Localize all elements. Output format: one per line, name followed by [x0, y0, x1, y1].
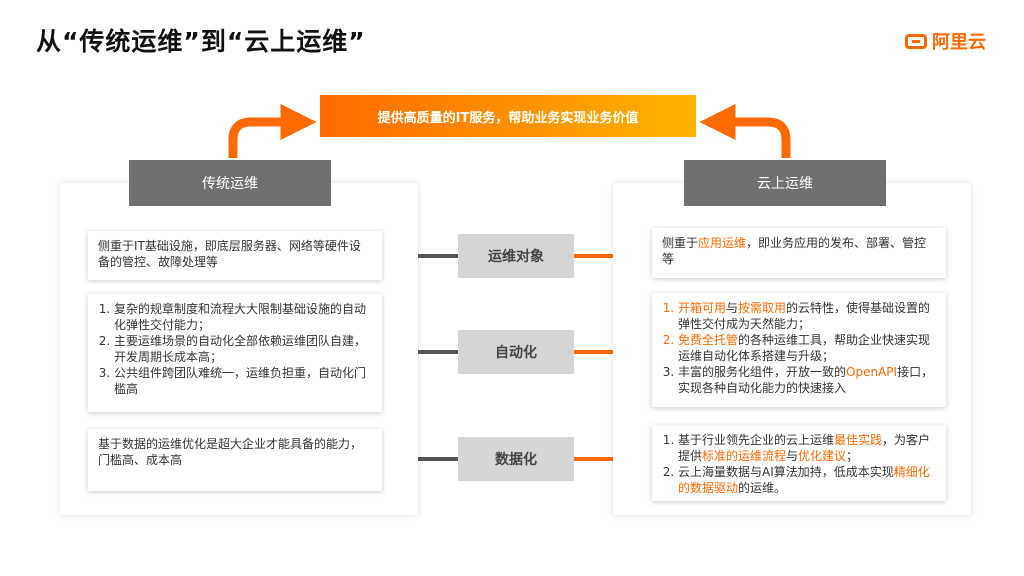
left-card-data: 基于数据的运维优化是超大企业才能具备的能力，门槛高、成本高 [88, 429, 382, 491]
right-card-data: 基于行业领先企业的云上运维最佳实践，为客户提供标准的运维流程与优化建议； 云上海… [652, 425, 946, 501]
left-card-automation: 复杂的规章制度和流程大大限制基础设施的自动化弹性交付能力； 主要运维场景的自动化… [88, 294, 382, 412]
text-segment: 基于行业领先企业的云上运维 [678, 433, 835, 447]
right-curve-arrow [699, 104, 791, 158]
text-segment: ，即业务应用的发布、部署、管控等 [662, 236, 927, 266]
text-segment: 与 [726, 301, 739, 315]
page-title: 从“传统运维”到“云上运维” [36, 27, 366, 56]
value-banner: 提供高质量的IT服务，帮助业务实现业务价值 [320, 95, 696, 137]
traditional-ops-header: 传统运维 [129, 160, 331, 206]
highlight-segment: 免费全托管 [678, 333, 739, 347]
text-segment: 的运维。 [738, 481, 787, 495]
text-segment: 接口，实现各种自动化能力的快速接入 [678, 365, 934, 395]
text-segment: 侧重于 [662, 236, 699, 250]
aliyun-logo: 阿里云 [905, 28, 986, 54]
text-segment: 与 [786, 449, 799, 463]
list-item: 公共组件跨团队难统一，运维负担重，自动化门槛高 [114, 365, 372, 397]
cloud-ops-header: 云上运维 [684, 160, 886, 206]
left-card-data-text: 基于数据的运维优化是超大企业才能具备的能力，门槛高、成本高 [98, 437, 363, 467]
category-automation: 自动化 [458, 330, 574, 374]
highlight-segment: OpenAPI [846, 365, 898, 379]
category-data: 数据化 [458, 437, 574, 481]
list-item: 免费全托管的各种运维工具，帮助企业快速实现运维自动化体系搭建与升级； [678, 332, 936, 364]
logo-text: 阿里云 [932, 32, 986, 53]
text-segment: 的各种运维工具，帮助企业快速实现运维自动化体系搭建与升级； [678, 333, 931, 363]
text-segment: 的云特性，使得基础设置的弹性交付成为天然能力； [678, 301, 931, 331]
text-segment: ； [846, 449, 859, 463]
right-card-ops-target: 侧重于应用运维，即业务应用的发布、部署、管控等 [652, 228, 946, 278]
category-ops-target: 运维对象 [458, 234, 574, 278]
highlight-segment: 最佳实践 [834, 433, 883, 447]
highlight-segment: 精细化的数据驱动 [678, 465, 930, 495]
text-segment: ，为客户提供 [678, 433, 931, 463]
highlight-segment: 开箱可用 [678, 301, 727, 315]
text-segment: 云上海量数据与AI算法加持，低成本实现 [678, 465, 894, 479]
list-item: 开箱可用与按需取用的云特性，使得基础设置的弹性交付成为天然能力； [678, 300, 936, 332]
left-card-ops-target-text: 侧重于IT基础设施，即底层服务器、网络等硬件设备的管控、故障处理等 [98, 239, 361, 269]
highlight-segment: 应用运维 [698, 236, 747, 250]
highlight-segment: 优化建议 [798, 449, 847, 463]
highlight-segment: 按需取用 [738, 301, 787, 315]
list-item: 主要运维场景的自动化全部依赖运维团队自建，开发周期长成本高； [114, 333, 372, 365]
list-item: 丰富的服务化组件，开放一致的OpenAPI接口，实现各种自动化能力的快速接入 [678, 364, 936, 396]
list-item: 基于行业领先企业的云上运维最佳实践，为客户提供标准的运维流程与优化建议； [678, 432, 936, 464]
highlight-segment: 标准的运维流程 [702, 449, 787, 463]
right-card-automation: 开箱可用与按需取用的云特性，使得基础设置的弹性交付成为天然能力； 免费全托管的各… [652, 293, 946, 407]
text-segment: 丰富的服务化组件，开放一致的 [678, 365, 847, 379]
left-card-ops-target: 侧重于IT基础设施，即底层服务器、网络等硬件设备的管控、故障处理等 [88, 231, 382, 280]
aliyun-logo-icon [905, 33, 927, 49]
list-item: 云上海量数据与AI算法加持，低成本实现精细化的数据驱动的运维。 [678, 464, 936, 496]
list-item: 复杂的规章制度和流程大大限制基础设施的自动化弹性交付能力； [114, 301, 372, 333]
left-curve-arrow [228, 104, 317, 158]
